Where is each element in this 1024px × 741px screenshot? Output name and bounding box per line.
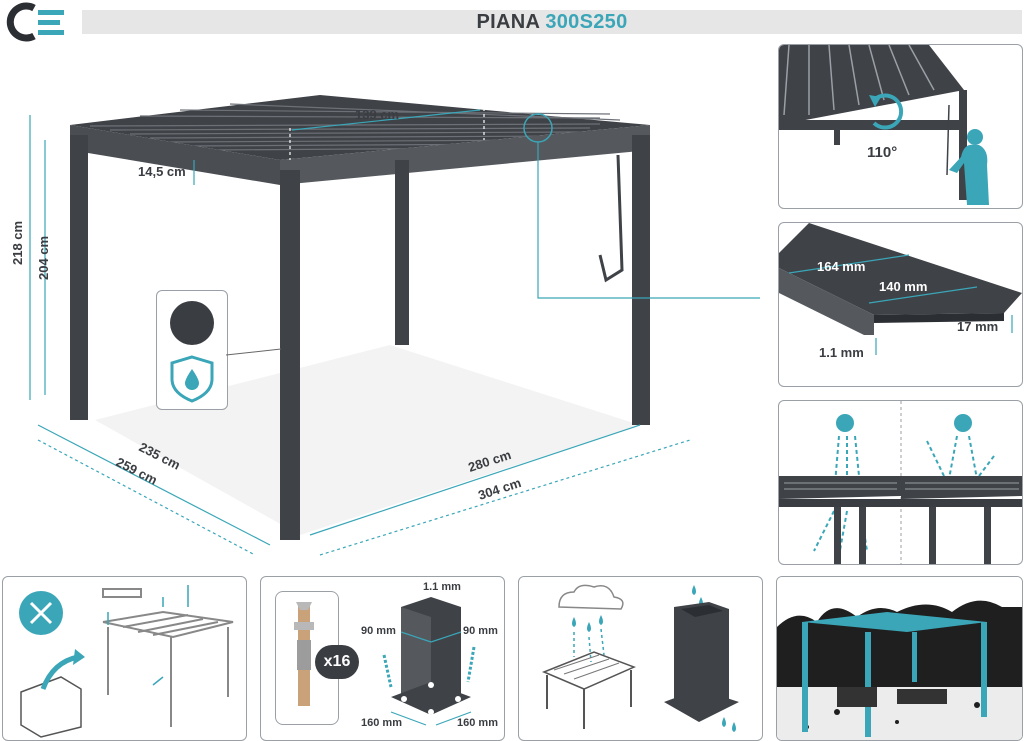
louver-rotation-illustration: 110° — [779, 45, 989, 205]
badge-leader — [226, 348, 281, 356]
panel-post-base: x16 1.1 mm 90 mm 90 mm 160 mm 160 mm — [260, 576, 505, 741]
panel-louver-rotation: 110° — [778, 44, 1023, 209]
dim-clear-height: 204 cm — [36, 236, 51, 280]
base-width-left: 160 mm — [361, 717, 402, 729]
louver-width-outer: 164 mm — [817, 259, 865, 274]
louver-lip: 17 mm — [957, 319, 998, 334]
cloud-icon — [558, 584, 624, 610]
sun-ventilation-illustration — [779, 401, 1022, 564]
bolt-count-badge: x16 — [315, 645, 359, 679]
louver-thickness: 1.1 mm — [819, 345, 864, 360]
post-width-right: 90 mm — [463, 625, 498, 637]
screw-icon-right — [466, 646, 476, 683]
assembly-illustration — [19, 585, 234, 738]
dim-total-height: 218 cm — [10, 221, 25, 265]
lifestyle-illustration — [777, 577, 1022, 740]
panel-sun-ventilation — [778, 400, 1023, 565]
person-icon — [949, 144, 989, 205]
post-thickness: 1.1 mm — [423, 581, 461, 593]
louver-width-inner: 140 mm — [879, 279, 927, 294]
louver-angle: 110° — [867, 144, 897, 161]
product-title: PIANA 300S250 — [82, 10, 1022, 34]
sun-icon-left — [836, 414, 854, 432]
panel-lifestyle — [776, 576, 1023, 741]
post-base-illustration — [382, 597, 476, 726]
post-width-left: 90 mm — [361, 625, 396, 637]
panel-rain-drainage — [518, 576, 763, 741]
rotation-arrow-icon — [872, 93, 904, 130]
base-width-right: 160 mm — [457, 717, 498, 729]
finish-badge — [156, 290, 228, 410]
title-bar — [82, 10, 1022, 34]
rain-drainage-illustration — [542, 584, 739, 732]
dim-beam-height: 14,5 cm — [138, 164, 186, 179]
louver-profile-illustration: 164 mm 140 mm 17 mm 1.1 mm — [779, 223, 1022, 360]
panel-louver-profile: 164 mm 140 mm 17 mm 1.1 mm — [778, 222, 1023, 387]
pergola-main-diagram: 139 cm 14,5 cm 218 cm 204 cm 235 cm 259 … — [10, 95, 760, 556]
bolt-count: x16 — [323, 653, 351, 670]
anchor-bolt-icon — [294, 602, 314, 706]
sun-icon-right — [954, 414, 972, 432]
panel-assembly — [2, 576, 247, 741]
title-model: 300S250 — [545, 11, 628, 33]
brand-logo — [2, 2, 66, 42]
color-swatch-icon — [170, 301, 214, 403]
title-main: PIANA — [476, 11, 546, 33]
box-icon — [20, 676, 82, 738]
ce-logo-icon — [6, 2, 64, 42]
screw-icon-left — [382, 654, 393, 688]
dim-top-width: 139 cm — [355, 107, 399, 122]
